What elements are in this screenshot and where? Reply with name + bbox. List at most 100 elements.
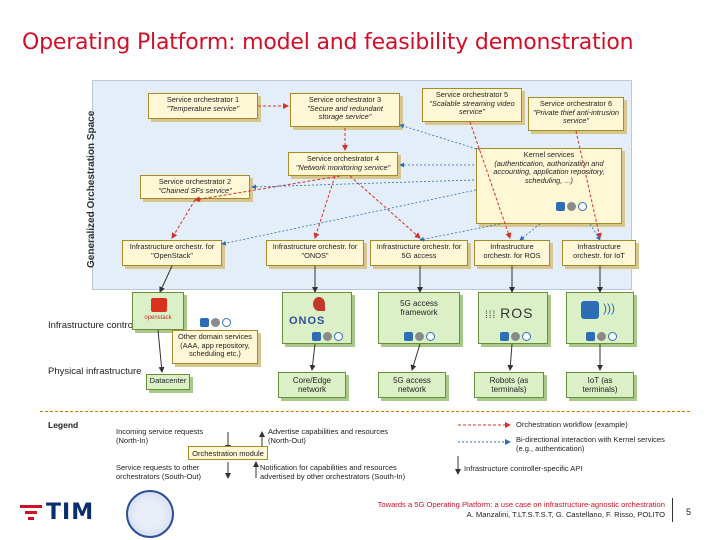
legend-controller-api: Infrastructure controller-specific API (464, 464, 583, 473)
database-icon (211, 318, 220, 327)
onos-icons (312, 332, 343, 341)
service-orchestrator-name: Service orchestrator 5 (435, 90, 509, 99)
kernel-icons (556, 202, 587, 211)
physical-iot: IoT (as terminals) (566, 372, 634, 398)
legend-bidirectional: Bi-directional interaction with Kernel s… (516, 435, 665, 453)
infra-orchestrator-openstack: Infrastructure orchestr. for "OpenStack" (122, 240, 222, 266)
service-orchestrator-name: Service orchestrator 4 (306, 154, 380, 163)
service-orchestrator-desc: "Network monitoring service" (295, 162, 391, 172)
footer-divider (672, 498, 673, 522)
ros-logo-text: ⁞⁞⁞ ROS (485, 305, 533, 321)
physical-item-label: Core/Edge network (292, 376, 332, 395)
onos-bird-icon (313, 297, 325, 311)
footer-line1: Towards a 5G Operating Platform: a use c… (377, 500, 665, 509)
lock-icon (500, 332, 509, 341)
iot-controller: ))) (566, 292, 634, 344)
physical-datacenter: Datacenter (146, 374, 190, 390)
infrastructure-controllers-label: Infrastructure controllers (48, 320, 151, 331)
physical-item-label: 5G access network (393, 376, 431, 395)
legend-incoming: Incoming service requests (North-In) (116, 427, 204, 445)
service-orchestrator-desc: "Temperature service" (166, 103, 240, 113)
tim-logo: TIM (20, 500, 94, 525)
infra-orchestrator-label: Infrastructure orchestr. for 5G access (376, 242, 462, 260)
service-orchestrator-desc: "Secure and redundant storage service" (307, 103, 383, 122)
service-orchestrator-desc: "Private thief anti-intrusion service" (532, 107, 619, 126)
openstack-logo-text: openstack (144, 315, 172, 321)
service-orchestrator-4: Service orchestrator 4 "Network monitori… (288, 152, 398, 176)
kernel-services: Kernel services (authentication, authori… (476, 148, 622, 224)
footer-citation: Towards a 5G Operating Platform: a use c… (378, 500, 665, 521)
lock-icon (200, 318, 209, 327)
database-icon (323, 332, 332, 341)
controller-api-arrow (157, 329, 165, 373)
service-orchestrator-name: Service orchestrator 6 (539, 99, 613, 108)
service-orchestrator-3: Service orchestrator 3 "Secure and redun… (290, 93, 400, 127)
controller-api-arrow (410, 343, 421, 371)
lock-icon (312, 332, 321, 341)
infra-orchestrator-iot: Infrastructure orchestr. for IoT (562, 240, 636, 266)
infra-orchestrator-onos: Infrastructure orchestr. for "ONOS" (266, 240, 364, 266)
clock-icon (522, 332, 531, 341)
database-icon (511, 332, 520, 341)
infra-orchestrator-label: Infrastructure orchestr. for "OpenStack" (129, 242, 215, 260)
physical-infrastructure-label: Physical infrastructure (48, 366, 142, 377)
clock-icon (334, 332, 343, 341)
physical-core-edge: Core/Edge network (278, 372, 346, 398)
infra-orchestrator-label: Infrastructure orchestr. for IoT (573, 242, 625, 260)
tim-wordmark: TIM (46, 500, 95, 525)
physical-robots: Robots (as terminals) (474, 372, 544, 398)
clock-icon (578, 202, 587, 211)
service-orchestrator-2: Service orchestrator 2 "Chained SFs serv… (140, 175, 250, 199)
service-orchestrator-6: Service orchestrator 6 "Private thief an… (528, 97, 624, 131)
orchestration-space-label: Generalized Orchestration Space (86, 110, 97, 268)
openstack-logo-icon (151, 298, 167, 312)
footer-line2: A. Manzalini, T.LT.S.T.S.T, G. Castellan… (466, 510, 665, 520)
openstack-controller: openstack (132, 292, 184, 330)
iot-icons (586, 332, 617, 341)
onos-logo-text: ONOS (289, 315, 326, 327)
clock-icon (222, 318, 231, 327)
clock-icon (608, 332, 617, 341)
legend-orchestration-module: Orchestration module (188, 446, 268, 460)
database-icon (597, 332, 606, 341)
other-domain-icons (200, 318, 231, 327)
service-orchestrator-1: Service orchestrator 1 "Temperature serv… (148, 93, 258, 119)
ros-dots-icon: ⁞⁞⁞ (485, 310, 501, 321)
access-icons (404, 332, 435, 341)
kernel-services-desc: (authentication, authorization and accou… (493, 158, 605, 185)
service-orchestrator-name: Service orchestrator 1 (166, 95, 240, 104)
physical-item-label: Datacenter (149, 376, 187, 385)
service-orchestrator-name: Service orchestrator 3 (308, 95, 382, 104)
lock-icon (586, 332, 595, 341)
database-icon (415, 332, 424, 341)
lock-icon (404, 332, 413, 341)
page-number: 5 (686, 507, 692, 517)
infra-orchestrator-5g: Infrastructure orchestr. for 5G access (370, 240, 468, 266)
other-domain-services: Other domain services (AAA, app reposito… (172, 330, 258, 364)
legend-workflow: Orchestration workflow (example) (516, 420, 628, 429)
database-icon (567, 202, 576, 211)
legend-divider (40, 411, 690, 412)
ros-logo-word: ROS (500, 305, 534, 321)
legend-advertise: Advertise capabilities and resources (No… (268, 427, 389, 445)
physical-item-label: Robots (as terminals) (489, 376, 529, 395)
infra-orchestrator-ros: Infrastructure orchestr. for ROS (474, 240, 550, 266)
access-framework-label: 5G access framework (400, 299, 438, 318)
other-domain-services-label: Other domain services (AAA, app reposito… (178, 332, 252, 359)
slide-title: Operating Platform: model and feasibilit… (22, 30, 634, 55)
controller-api-arrow (507, 343, 514, 371)
physical-item-label: IoT (as terminals) (582, 376, 618, 395)
legend-notification: Notification for capabilities and resour… (260, 463, 406, 481)
ros-icons (500, 332, 531, 341)
iot-gateway-icon (581, 301, 599, 319)
service-orchestrator-desc: "Chained SFs service" (158, 185, 232, 195)
legend-requests-south: Service requests to other orchestrators … (116, 463, 202, 481)
service-orchestrator-desc: "Scalable streaming video service" (429, 98, 515, 117)
infra-orchestrator-label: Infrastructure orchestr. for "ONOS" (272, 242, 358, 260)
legend-title: Legend (48, 420, 79, 430)
physical-5g-access: 5G access network (378, 372, 446, 398)
university-seal-icon (126, 490, 174, 538)
kernel-services-title: Kernel services (523, 150, 575, 159)
clock-icon (426, 332, 435, 341)
controller-api-arrow (309, 343, 316, 371)
